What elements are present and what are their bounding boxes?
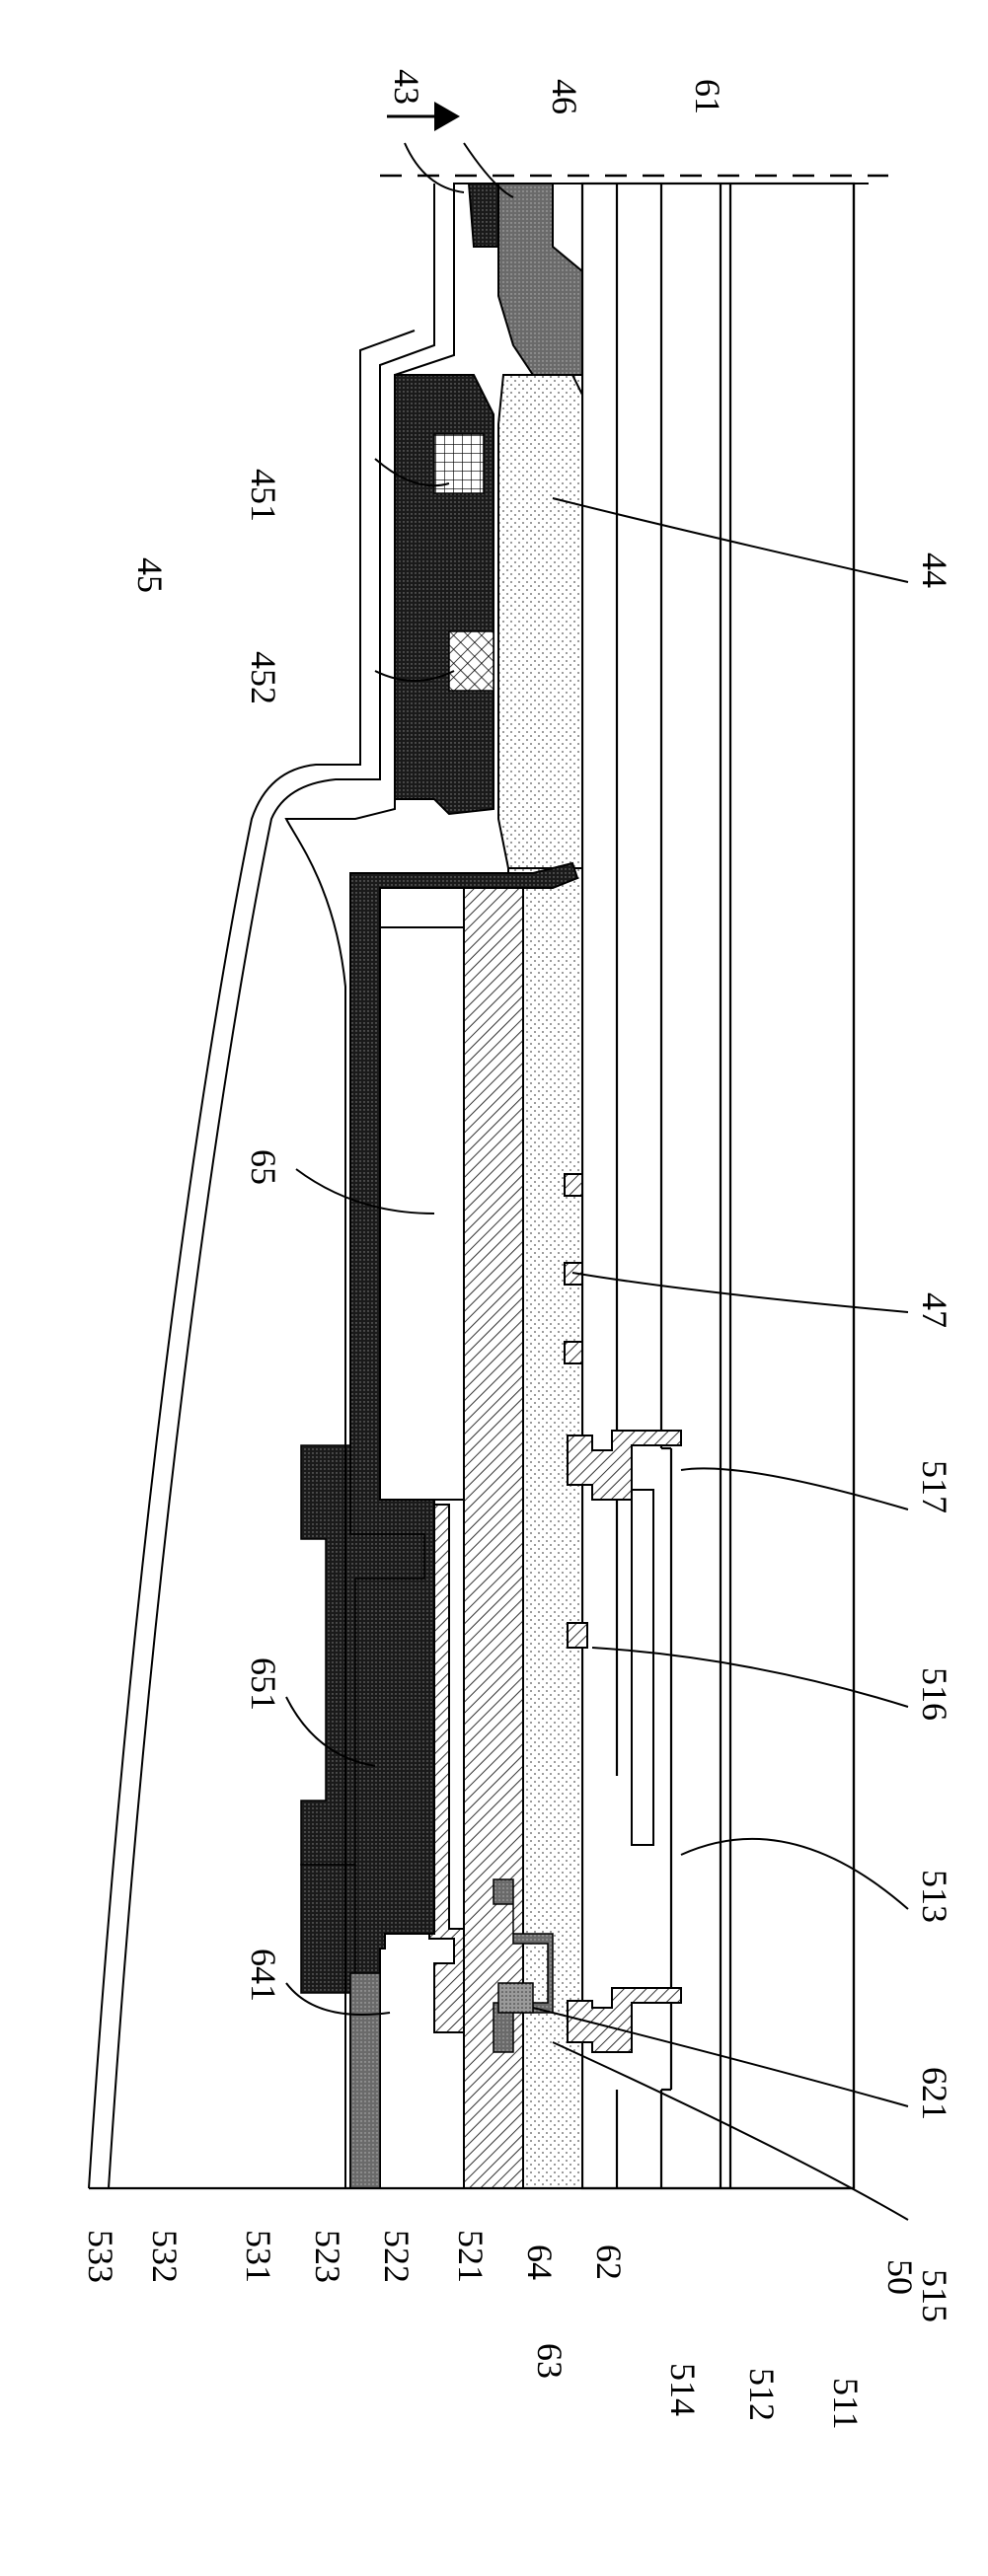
label-651: 651 (244, 1657, 283, 1711)
label-523: 523 (308, 2230, 347, 2283)
label-521: 521 (451, 2230, 491, 2283)
label-515: 515 (915, 2269, 954, 2322)
label-532: 532 (145, 2230, 185, 2283)
label-451: 451 (244, 469, 283, 522)
gate-513 (632, 1490, 653, 1845)
label-64: 64 (520, 2245, 560, 2280)
label-46: 46 (545, 79, 584, 114)
label-517: 517 (915, 1460, 954, 1513)
layer-452-cell (449, 631, 494, 691)
label-513: 513 (915, 1870, 954, 1923)
label-522: 522 (377, 2230, 417, 2283)
label-63: 63 (530, 2343, 570, 2379)
layer-46-stack (498, 184, 582, 375)
label-62: 62 (589, 2245, 629, 2280)
label-43: 43 (387, 69, 426, 105)
label-516: 516 (915, 1667, 954, 1721)
label-621: 621 (915, 2067, 954, 2120)
label-512: 512 (742, 2368, 782, 2421)
label-511: 511 (826, 2378, 866, 2430)
layer-46-dark (469, 184, 498, 247)
layer-641 (301, 1865, 355, 1993)
substrate-layers (582, 184, 854, 2188)
label-514: 514 (663, 2363, 703, 2416)
label-65: 65 (244, 1149, 283, 1185)
label-47: 47 (915, 1292, 954, 1328)
label-641: 641 (244, 1949, 283, 2002)
label-50: 50 (880, 2259, 920, 2295)
label-452: 452 (244, 651, 283, 704)
direction-arrow-43 (387, 102, 460, 131)
label-44: 44 (915, 552, 954, 588)
label-61: 61 (688, 79, 727, 114)
label-531: 531 (239, 2230, 278, 2283)
pixel-def-63 (498, 1983, 533, 2013)
label-533: 533 (81, 2230, 120, 2283)
label-45: 45 (130, 557, 170, 593)
layer-523 (350, 1973, 380, 2188)
layer-44 (498, 375, 582, 868)
